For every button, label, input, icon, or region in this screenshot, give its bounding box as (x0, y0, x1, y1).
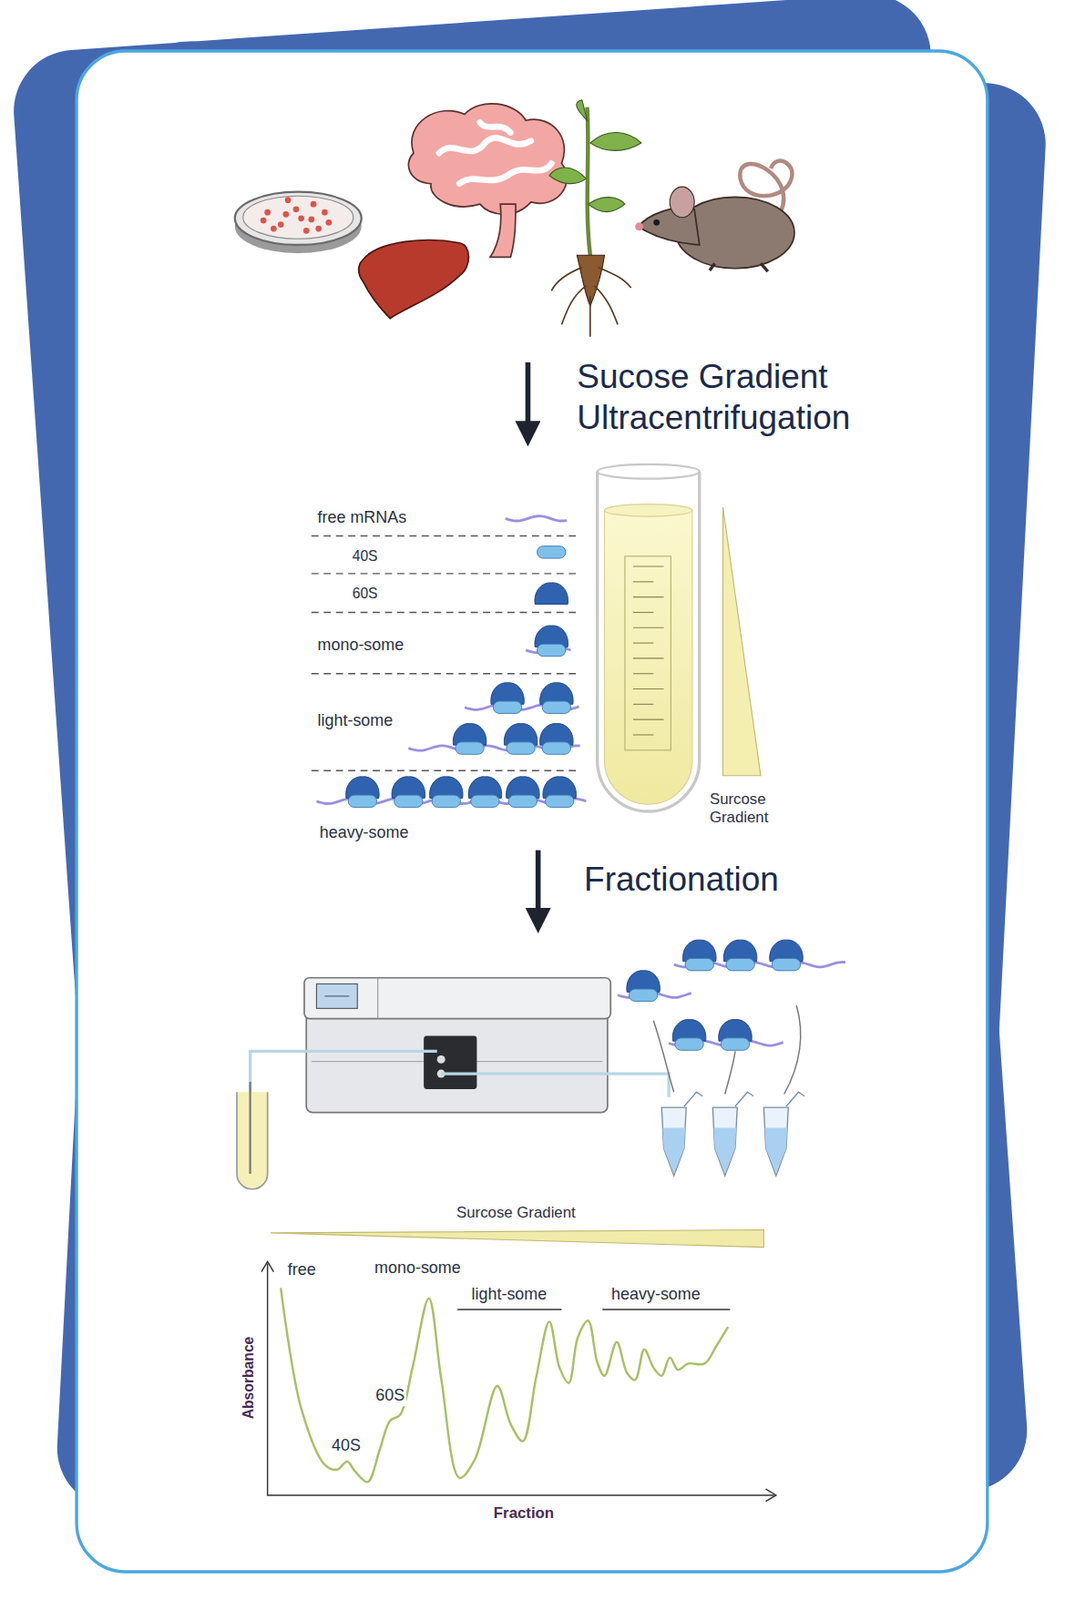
axis-label: Fraction (493, 1505, 554, 1524)
brain (408, 103, 567, 258)
peak-label: free (286, 1261, 318, 1282)
collection-tubes (661, 1092, 805, 1177)
range-bar (602, 1309, 730, 1311)
absorbance-curve (280, 1288, 728, 1483)
step-arrow (535, 850, 542, 922)
gradient-wedge (723, 507, 761, 777)
peak-label: 40S (329, 1436, 363, 1457)
axis-label: Absorbance (240, 1337, 258, 1421)
mouse (634, 161, 795, 273)
step-label: Fractionation (583, 860, 779, 901)
peak-label: heavy-some (609, 1286, 703, 1307)
peak-label: light-some (470, 1286, 550, 1307)
peak-label: mono-some (372, 1259, 463, 1280)
liver (358, 240, 470, 319)
sort-arrow (653, 1005, 800, 1096)
gradient-label: Surcose Gradient (709, 790, 787, 828)
peak-label: 60S (373, 1386, 407, 1407)
ribosome-icons (617, 940, 846, 1051)
gradient-wedge (270, 1230, 764, 1249)
band-label: 40S (352, 547, 379, 565)
chart-axes (261, 1261, 777, 1502)
band-separator (311, 535, 577, 771)
main-card (76, 51, 988, 1573)
band-label: mono-some (317, 636, 405, 657)
step-label: Sucose Gradient Ultracentrifugation (576, 357, 924, 439)
ribosome-icons (316, 516, 586, 809)
range-bar (457, 1309, 562, 1311)
band-label: free mRNAs (317, 509, 408, 530)
gradient-label: Surcose Gradient (456, 1203, 576, 1222)
petri-dish (235, 192, 362, 254)
band-label: 60S (352, 585, 379, 604)
centrifuge-tube (597, 464, 700, 812)
band-label: light-some (317, 712, 394, 733)
band-label: heavy-some (319, 823, 410, 844)
plant (549, 100, 642, 338)
fractionator (236, 978, 669, 1190)
step-arrow (525, 362, 532, 434)
